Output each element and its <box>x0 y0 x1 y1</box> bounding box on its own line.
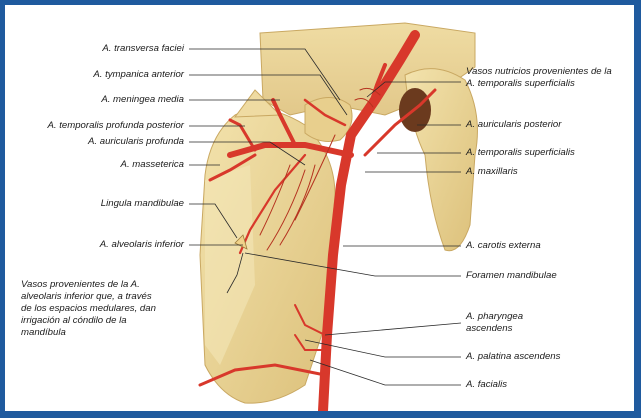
figure-frame: A. transversa faciei A. tympanica anteri… <box>5 5 634 411</box>
label-foramen-mandibulae: Foramen mandibulae <box>466 270 557 282</box>
label-maxillaris: A. maxillaris <box>466 166 518 178</box>
label-temporalis-superficialis: A. temporalis superficialis <box>466 147 575 159</box>
note-alveolar-vessels: Vasos provenientes de la A. alveolaris i… <box>21 279 156 339</box>
label-vasos-nutricios: Vasos nutricios provenientes de la A. te… <box>466 66 612 90</box>
label-meningea-media: A. meningea media <box>101 94 184 106</box>
label-facialis: A. facialis <box>466 379 507 391</box>
label-auricularis-posterior: A. auricularis posterior <box>466 119 561 131</box>
note-line: Vasos provenientes de la A. <box>21 279 156 291</box>
label-carotis-externa: A. carotis externa <box>466 240 541 252</box>
label-transversa-faciei: A. transversa faciei <box>102 43 184 55</box>
label-tympanica-anterior: A. tympanica anterior <box>93 69 184 81</box>
pharyngea-line: A. pharyngea <box>466 311 523 323</box>
label-masseterica: A. masseterica <box>121 159 184 171</box>
label-lingula-mandibulae: Lingula mandibulae <box>101 198 184 210</box>
vasos-nutricios-line: Vasos nutricios provenientes de la <box>466 66 612 78</box>
label-auricularis-profunda: A. auricularis profunda <box>88 136 184 148</box>
note-line: irrigación al cóndilo de la <box>21 315 156 327</box>
note-line: alveolaris inferior que, a través <box>21 291 156 303</box>
label-pharyngea-ascendens: A. pharyngea ascendens <box>466 311 523 335</box>
label-palatina-ascendens: A. palatina ascendens <box>466 351 560 363</box>
label-alveolaris-inferior: A. alveolaris inferior <box>100 239 184 251</box>
label-temporalis-profunda-posterior: A. temporalis profunda posterior <box>47 120 184 132</box>
note-line: mandíbula <box>21 327 156 339</box>
pharyngea-line: ascendens <box>466 323 523 335</box>
note-line: de los espacios medulares, dan <box>21 303 156 315</box>
vasos-nutricios-line: A. temporalis superficialis <box>466 78 612 90</box>
